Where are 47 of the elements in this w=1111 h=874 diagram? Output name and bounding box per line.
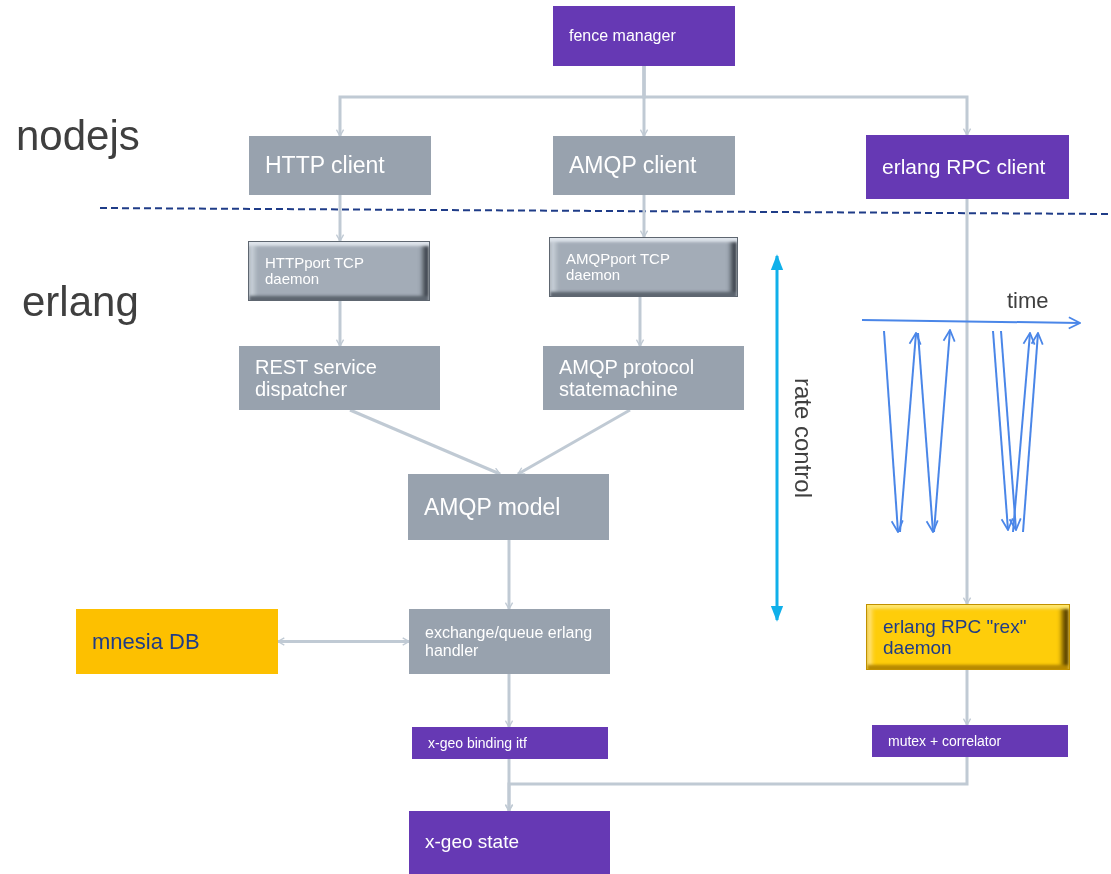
arrow xyxy=(504,674,514,728)
process-box xyxy=(866,604,1070,670)
arrow xyxy=(639,195,649,238)
arrow xyxy=(642,66,972,136)
node-label: AMQP client xyxy=(569,151,698,181)
process-box xyxy=(553,6,735,66)
process-box xyxy=(409,609,610,674)
database-box xyxy=(76,609,278,674)
process-box xyxy=(412,727,608,759)
process-box xyxy=(543,346,744,410)
node-label: mnesia DB xyxy=(92,630,201,653)
process-box xyxy=(248,241,430,301)
arrow xyxy=(962,670,972,726)
process-box xyxy=(408,474,609,540)
node-label: AMQPport TCP daemon xyxy=(566,251,671,283)
axis-label: rate control xyxy=(790,376,816,501)
node-label: erlang RPC "rex" daemon xyxy=(883,616,1028,658)
node-label: x-geo binding itf xyxy=(428,733,528,753)
layer-label: nodejs xyxy=(16,111,140,161)
arrow xyxy=(517,408,631,476)
process-box xyxy=(872,725,1068,757)
arrow xyxy=(277,637,410,646)
node-label: AMQP protocol statemachine xyxy=(559,356,696,400)
layer-label: erlang xyxy=(22,277,139,327)
arrow xyxy=(635,297,645,347)
node-label: AMQP model xyxy=(424,492,562,522)
arrow xyxy=(962,199,972,605)
process-box xyxy=(409,811,610,874)
node-label: exchange/queue erlang handler xyxy=(425,623,594,660)
node-label: x-geo state xyxy=(425,830,520,855)
process-box xyxy=(866,135,1069,199)
axis-label: time xyxy=(1007,287,1049,315)
process-box xyxy=(249,136,431,195)
process-box xyxy=(549,237,738,297)
arrow xyxy=(349,408,501,476)
node-label: fence manager xyxy=(569,26,677,46)
arrow xyxy=(504,757,969,812)
node-label: mutex + correlator xyxy=(888,731,1003,751)
arrow xyxy=(335,301,345,347)
process-box xyxy=(553,136,735,195)
process-box xyxy=(239,346,440,410)
node-label: REST service dispatcher xyxy=(255,356,378,400)
node-label: HTTPport TCP daemon xyxy=(265,255,365,287)
node-label: HTTP client xyxy=(265,151,386,181)
arrow xyxy=(504,540,514,610)
node-label: erlang RPC client xyxy=(882,156,1047,178)
arrow xyxy=(335,195,345,242)
